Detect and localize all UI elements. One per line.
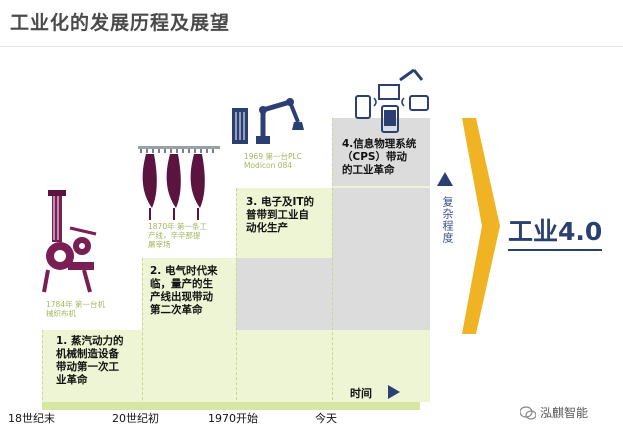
stage-4-text: 4.信息物理系统 （CPS）带动 的工业革命 — [342, 138, 417, 176]
big-chevron-arrow-icon — [462, 118, 500, 334]
era-label: 今天 — [315, 412, 337, 425]
era-label: 1970开始 — [208, 412, 258, 425]
stage-3-caption: 1969 第一台PLC Modicon 084 — [244, 152, 302, 170]
era-label: 20世纪初 — [112, 412, 159, 425]
stage-3-text: 3. 电子及IT的 普带到工业自 动化生产 — [246, 196, 315, 234]
stage-1-text: 1. 蒸汽动力的 机械制造设备 带动第一次工 业革命 — [56, 335, 124, 386]
complexity-label: 复杂程度 — [441, 196, 454, 244]
timeline-divider — [236, 188, 237, 410]
watermark-text: 泓麒智能 — [540, 406, 589, 420]
time-arrow-icon — [388, 385, 400, 399]
loom-machine-icon — [40, 188, 100, 297]
plc-robot-icon — [232, 96, 318, 150]
watermark-logo-icon — [519, 405, 537, 424]
industry-4-label: 工业4.0 — [508, 212, 603, 251]
complexity-arrow-icon — [437, 172, 453, 186]
timeline-divider — [42, 330, 43, 410]
title-divider — [0, 46, 623, 47]
era-label: 18世纪末 — [8, 412, 55, 425]
stage-2-caption: 1870年 第一条工 产线，辛辛那提 屠宰场 — [148, 222, 207, 249]
page-title: 工业化的发展历程及展望 — [10, 12, 231, 34]
stair-step-3-highlight — [332, 188, 430, 258]
cps-devices-icon — [352, 66, 432, 140]
time-label: 时间 — [350, 387, 372, 400]
stair-step-2-highlight — [236, 258, 430, 330]
timeline-divider — [142, 258, 143, 410]
stage-1-caption: 1784年 第一台机 械织布机 — [46, 300, 105, 318]
stage-2-text: 2. 电气时代来 临，量产的生 产线出现带动 第二次革命 — [150, 265, 218, 316]
time-axis-bar — [42, 402, 420, 410]
production-line-icon — [138, 146, 220, 228]
timeline-divider — [332, 118, 333, 410]
